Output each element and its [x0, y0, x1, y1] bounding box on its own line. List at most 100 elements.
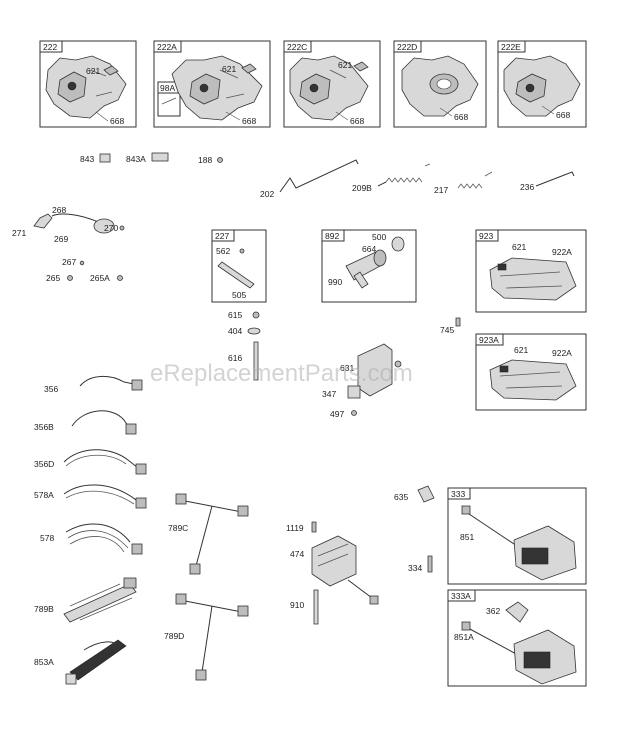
label-851: 851 [460, 532, 474, 542]
label-578A: 578A [34, 490, 54, 500]
label-497: 497 [330, 409, 344, 419]
foam-part[interactable] [99, 153, 111, 163]
label-851A: 851A [454, 632, 474, 642]
label-356D: 356D [34, 459, 54, 469]
box-222E[interactable]: 222E 668 [497, 40, 587, 128]
label-789B: 789B [34, 604, 54, 614]
box-222C-tag: 222C [287, 42, 307, 52]
box-222[interactable]: 222 621 668 [39, 40, 137, 128]
box-98A-tag: 98A [160, 83, 175, 93]
wire-578[interactable] [65, 523, 131, 543]
label-270: 270 [104, 223, 118, 233]
small-part[interactable] [217, 157, 223, 163]
box-222D-tag: 222D [397, 42, 417, 52]
label-922A: 922A [552, 348, 572, 358]
label-853A: 853A [34, 657, 54, 667]
box-923A[interactable]: 923A 621 922A [475, 333, 587, 411]
label-500: 500 [372, 232, 386, 242]
label-843: 843 [80, 154, 94, 164]
label-578: 578 [40, 533, 54, 543]
label-265: 265 [46, 273, 60, 283]
label-745: 745 [440, 325, 454, 335]
box-222A[interactable]: 222A 98A 621 668 [153, 40, 271, 128]
box-892[interactable]: 892 500 664 990 [321, 229, 417, 303]
spring-part[interactable] [457, 171, 493, 189]
label-635: 635 [394, 492, 408, 502]
foam-part[interactable] [151, 152, 169, 162]
regulator-lead [347, 579, 373, 599]
label-356: 356 [44, 384, 58, 394]
label-265A: 265A [90, 273, 110, 283]
carburetor-illustration [401, 55, 479, 117]
box-222E-tag: 222E [501, 42, 521, 52]
box-923A-tag: 923A [479, 335, 499, 345]
governor-spring[interactable] [377, 181, 387, 187]
label-631: 631 [340, 363, 354, 373]
choke-lever[interactable] [33, 213, 53, 229]
carburetor-illustration [503, 55, 581, 117]
label-217: 217 [434, 185, 448, 195]
box-333A-tag: 333A [451, 591, 471, 601]
box-333-tag: 333 [451, 489, 465, 499]
wire-356B[interactable] [71, 410, 129, 427]
label-271: 271 [12, 228, 26, 238]
watermark: eReplacementParts.com [150, 360, 413, 387]
carburetor-illustration [171, 55, 263, 121]
carburetor-illustration [289, 55, 369, 121]
ignition-lead [467, 627, 521, 657]
label-668: 668 [242, 116, 256, 126]
wiring-harness-assembly [489, 359, 577, 401]
label-347: 347 [322, 389, 336, 399]
label-621: 621 [338, 60, 352, 70]
wire-578A[interactable] [63, 484, 137, 501]
label-621: 621 [222, 64, 236, 74]
label-334: 334 [408, 563, 422, 573]
label-789D: 789D [164, 631, 184, 641]
regulator-474[interactable] [311, 535, 357, 587]
label-188: 188 [198, 155, 212, 165]
label-404: 404 [228, 326, 242, 336]
screw-part[interactable] [313, 589, 319, 625]
box-222D[interactable]: 222D 668 [393, 40, 487, 128]
label-621: 621 [514, 345, 528, 355]
wire-harness-789B[interactable] [63, 583, 137, 623]
box-923[interactable]: 923 621 922A [475, 229, 587, 313]
wire-356[interactable] [79, 376, 135, 387]
governor-link[interactable] [279, 159, 359, 193]
choke-shaft[interactable] [51, 213, 99, 223]
label-990: 990 [328, 277, 342, 287]
box-222-tag: 222 [43, 42, 57, 52]
label-668: 668 [454, 112, 468, 122]
label-562: 562 [216, 246, 230, 256]
label-1119: 1119 [286, 523, 304, 533]
gasket-part [353, 61, 369, 72]
wire-356D[interactable] [63, 449, 139, 469]
box-333A[interactable]: 333A 362 851A [447, 589, 587, 687]
wire-harness-789C[interactable] [179, 499, 243, 567]
link-part[interactable] [535, 171, 575, 187]
shutdown-part [505, 601, 529, 623]
wiring-harness-assembly [489, 257, 577, 301]
box-227-tag: 227 [215, 231, 229, 241]
box-892-tag: 892 [325, 231, 339, 241]
label-267: 267 [62, 257, 76, 267]
box-333[interactable]: 333 851 [447, 487, 587, 585]
ignition-lead [465, 511, 521, 549]
label-616: 616 [228, 353, 242, 363]
label-664: 664 [362, 244, 376, 254]
gasket-part [241, 63, 257, 74]
label-621: 621 [512, 242, 526, 252]
box-222A-tag: 222A [157, 42, 177, 52]
label-268: 268 [52, 205, 66, 215]
spring-part [161, 97, 177, 105]
label-910: 910 [290, 600, 304, 610]
label-202: 202 [260, 189, 274, 199]
spark-plug-boot[interactable] [417, 485, 435, 503]
box-227[interactable]: 227 562 505 [211, 229, 267, 303]
label-668: 668 [556, 110, 570, 120]
wire-harness-789D[interactable] [179, 599, 243, 673]
screw-part[interactable] [253, 341, 259, 381]
box-222C[interactable]: 222C 621 668 [283, 40, 381, 128]
label-362: 362 [486, 606, 500, 616]
